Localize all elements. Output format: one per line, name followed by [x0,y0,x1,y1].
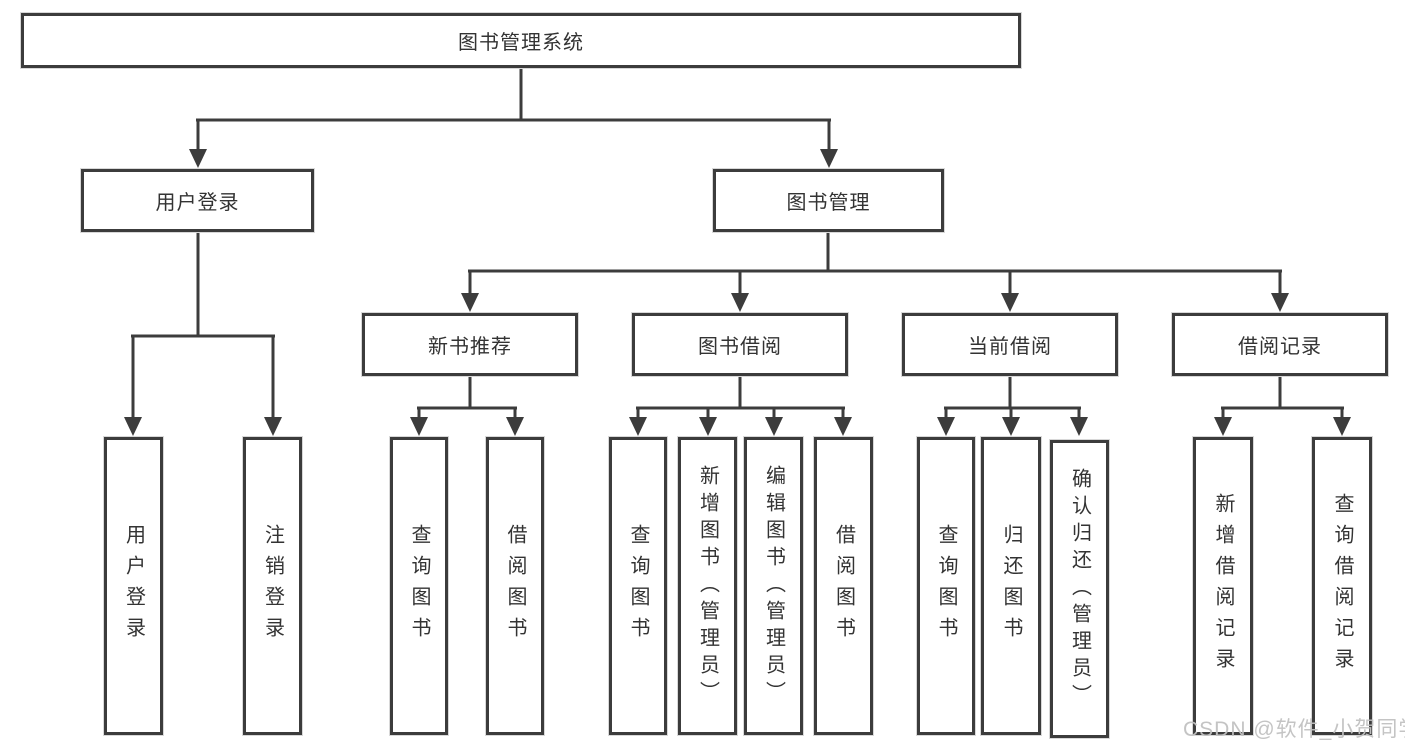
node-root: 图书管理系统 [21,13,1021,68]
leaf-user-login-label: 用户登录 [122,524,145,648]
node-current-borrow: 当前借阅 [902,313,1118,376]
node-book-management-label: 图书管理 [786,192,871,214]
node-current-borrow-label: 当前借阅 [968,336,1052,358]
leaf-add-books-admin: 新增图书（管理员） [678,437,737,735]
node-borrow-records: 借阅记录 [1172,313,1388,376]
leaf-query-borrow-record-label: 查询借阅记录 [1331,493,1353,679]
node-new-book-recommend: 新书推荐 [362,313,578,376]
leaf-confirm-return-admin: 确认归还（管理员） [1050,440,1109,738]
leaf-recommend-borrow-books: 借阅图书 [486,437,544,735]
leaf-borrow-query-books: 查询图书 [609,437,667,735]
node-user-login-label: 用户登录 [155,192,240,214]
leaf-borrow-books: 借阅图书 [814,437,873,735]
leaf-query-borrow-record: 查询借阅记录 [1312,437,1372,735]
leaf-add-borrow-record: 新增借阅记录 [1193,437,1253,735]
leaf-edit-books-admin: 编辑图书（管理员） [744,437,803,735]
node-new-book-recommend-label: 新书推荐 [428,336,512,358]
leaf-return-books-label: 归还图书 [1000,524,1022,648]
leaf-add-books-admin-label: 新增图书（管理员） [696,464,719,708]
node-root-label: 图书管理系统 [458,32,584,54]
leaf-logout-label: 注销登录 [261,524,284,648]
leaf-recommend-query-books: 查询图书 [390,437,448,735]
leaf-borrow-books-label: 借阅图书 [832,524,855,648]
node-book-management: 图书管理 [713,169,944,232]
connector-segments-path [131,68,1344,419]
leaf-user-login: 用户登录 [104,437,163,735]
node-book-borrow-label: 图书借阅 [698,336,782,358]
leaf-current-query-books-label: 查询图书 [935,524,957,648]
node-book-borrow: 图书借阅 [632,313,848,376]
node-borrow-records-label: 借阅记录 [1238,336,1322,358]
leaf-return-books: 归还图书 [981,437,1041,735]
leaf-recommend-borrow-books-label: 借阅图书 [504,524,526,648]
leaf-borrow-query-books-label: 查询图书 [627,524,649,648]
leaf-confirm-return-admin-label: 确认归还（管理员） [1068,467,1091,711]
node-user-login: 用户登录 [81,169,314,232]
leaf-edit-books-admin-label: 编辑图书（管理员） [762,464,785,708]
leaf-current-query-books: 查询图书 [917,437,975,735]
leaf-recommend-query-books-label: 查询图书 [408,524,430,648]
leaf-logout: 注销登录 [243,437,302,735]
leaf-add-borrow-record-label: 新增借阅记录 [1212,493,1234,679]
csdn-watermark: CSDN @软件_小贺同学 [1183,718,1405,741]
